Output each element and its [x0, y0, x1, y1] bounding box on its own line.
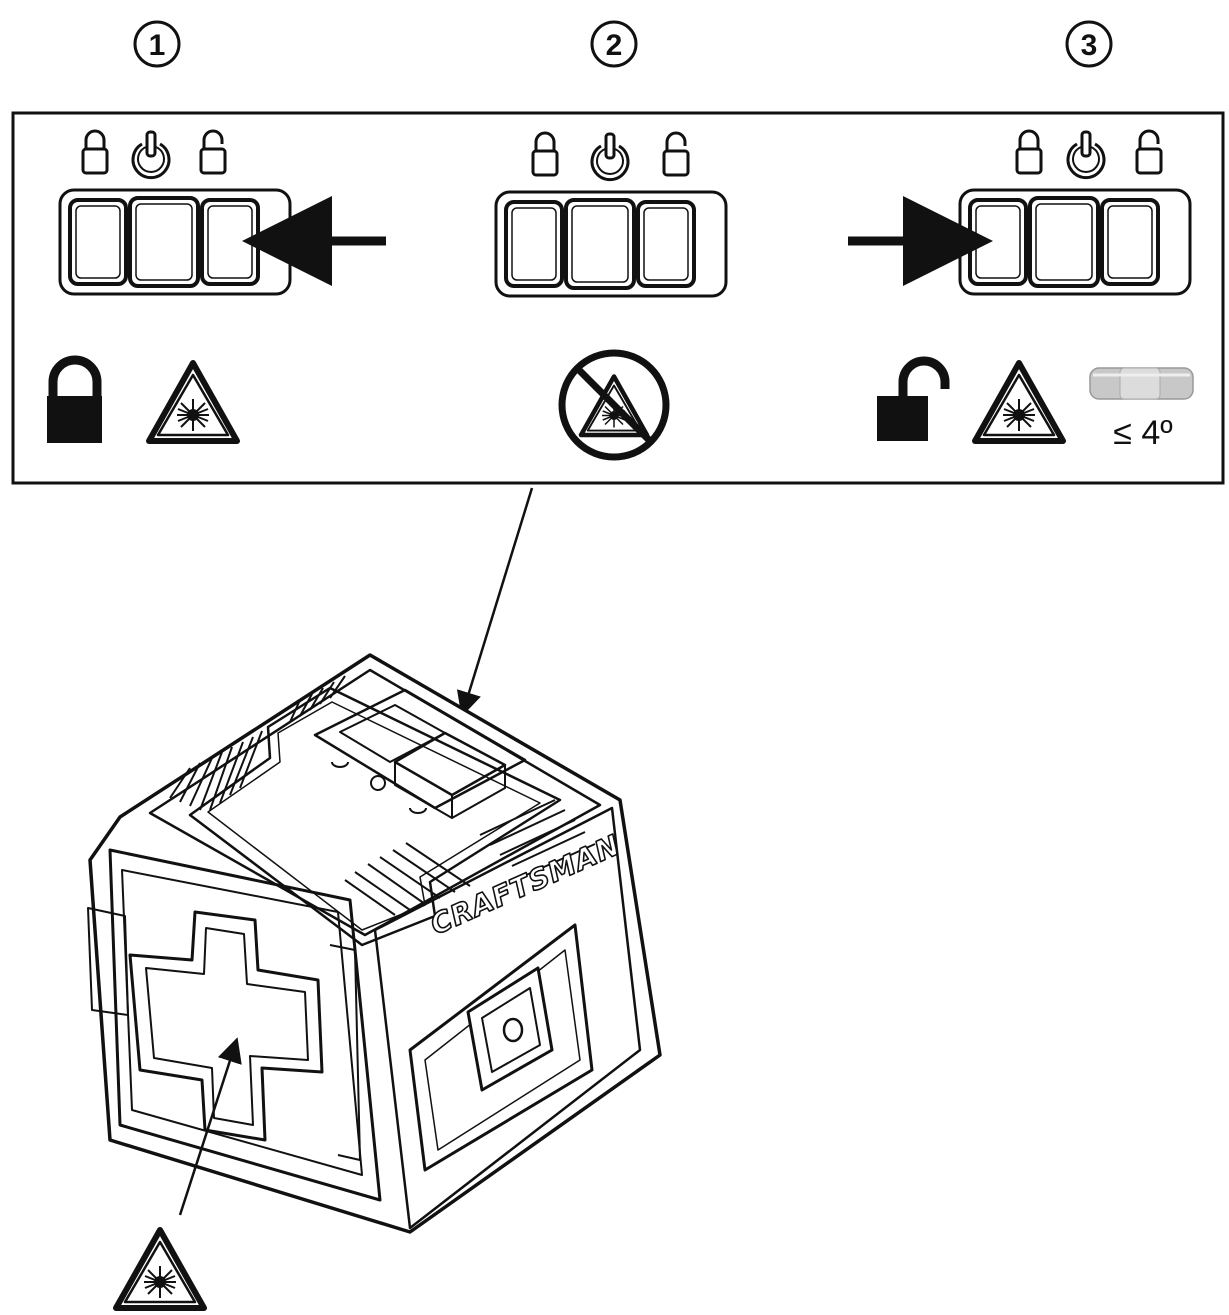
switch-position-2 [494, 190, 728, 298]
leader-arrow-switch [456, 487, 534, 717]
leader-arrow-aperture [178, 1037, 242, 1216]
svg-text:1: 1 [149, 29, 166, 62]
svg-text:3: 3 [1081, 29, 1098, 62]
padlock-closed-large-icon [47, 355, 102, 443]
tilt-limit-label: ≤ 4º [1113, 414, 1172, 452]
level-vial-icon [1089, 367, 1194, 400]
step-number-2: 2 [590, 20, 638, 68]
svg-text:2: 2 [606, 29, 623, 62]
laser-level-device: CRAFTSMAN [87, 653, 662, 1234]
step-number-1: 1 [133, 20, 181, 68]
laser-off-icon [558, 349, 670, 461]
laser-warning-icon-bottom [116, 1230, 204, 1308]
step-number-3: 3 [1065, 20, 1113, 68]
switch-position-1 [58, 188, 292, 296]
switch-position-3 [958, 188, 1192, 296]
padlock-open-large-icon [877, 356, 950, 441]
